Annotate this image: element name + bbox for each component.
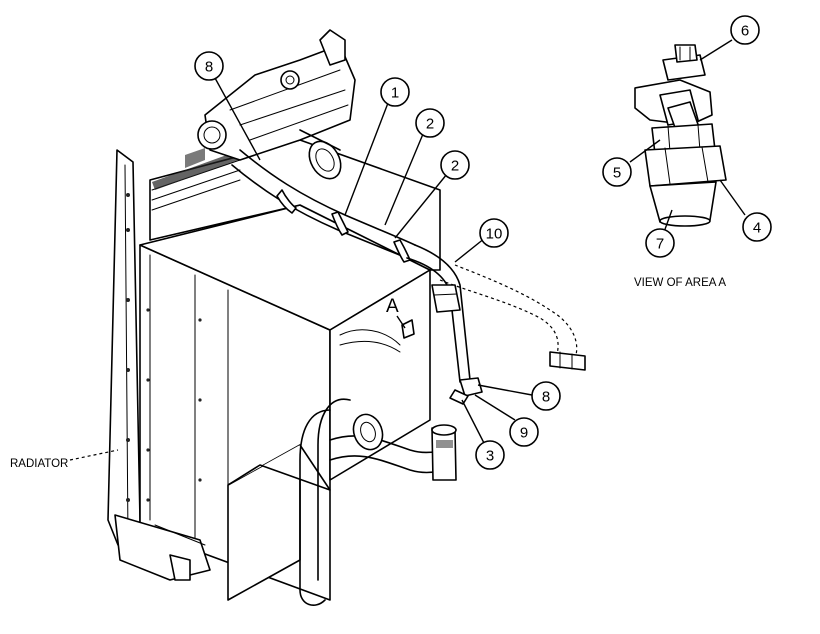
callout-number: 7 [656, 236, 664, 253]
callout-number: 6 [741, 23, 749, 40]
callout-2-b: 2 [440, 150, 470, 180]
callout-3: 3 [475, 440, 505, 470]
engine-block [185, 29, 356, 168]
callout-4: 4 [742, 212, 772, 242]
callout-number: 2 [426, 116, 434, 133]
area-a-detail-view [634, 44, 727, 227]
callout-number: 3 [486, 448, 494, 465]
callout-9: 9 [509, 417, 539, 447]
radiator-assembly [107, 139, 441, 601]
callout-6: 6 [730, 15, 760, 45]
callout-number: 10 [486, 226, 503, 243]
view-area-a-title: VIEW OF AREA A [634, 277, 726, 289]
callout-number: 8 [205, 59, 213, 76]
callout-number: 8 [542, 389, 550, 406]
leader-lines [69, 39, 746, 461]
callout-2-a: 2 [415, 108, 445, 138]
callout-number: 4 [753, 220, 761, 237]
callout-8-right: 8 [531, 381, 561, 411]
callout-8-top: 8 [194, 51, 224, 81]
area-a-marker: A [386, 296, 399, 317]
callout-number: 5 [613, 165, 621, 182]
bypass-tube [406, 244, 586, 405]
upper-coolant-tube [231, 129, 416, 263]
callout-number: 1 [391, 85, 399, 102]
callout-number: 9 [520, 425, 528, 442]
callout-10: 10 [479, 218, 509, 248]
radiator-label: RADIATOR [10, 458, 68, 470]
callout-1: 1 [380, 77, 410, 107]
callout-number: 2 [451, 158, 459, 175]
lower-hose [299, 319, 457, 606]
callout-5: 5 [602, 157, 632, 187]
callout-7: 7 [645, 228, 675, 258]
